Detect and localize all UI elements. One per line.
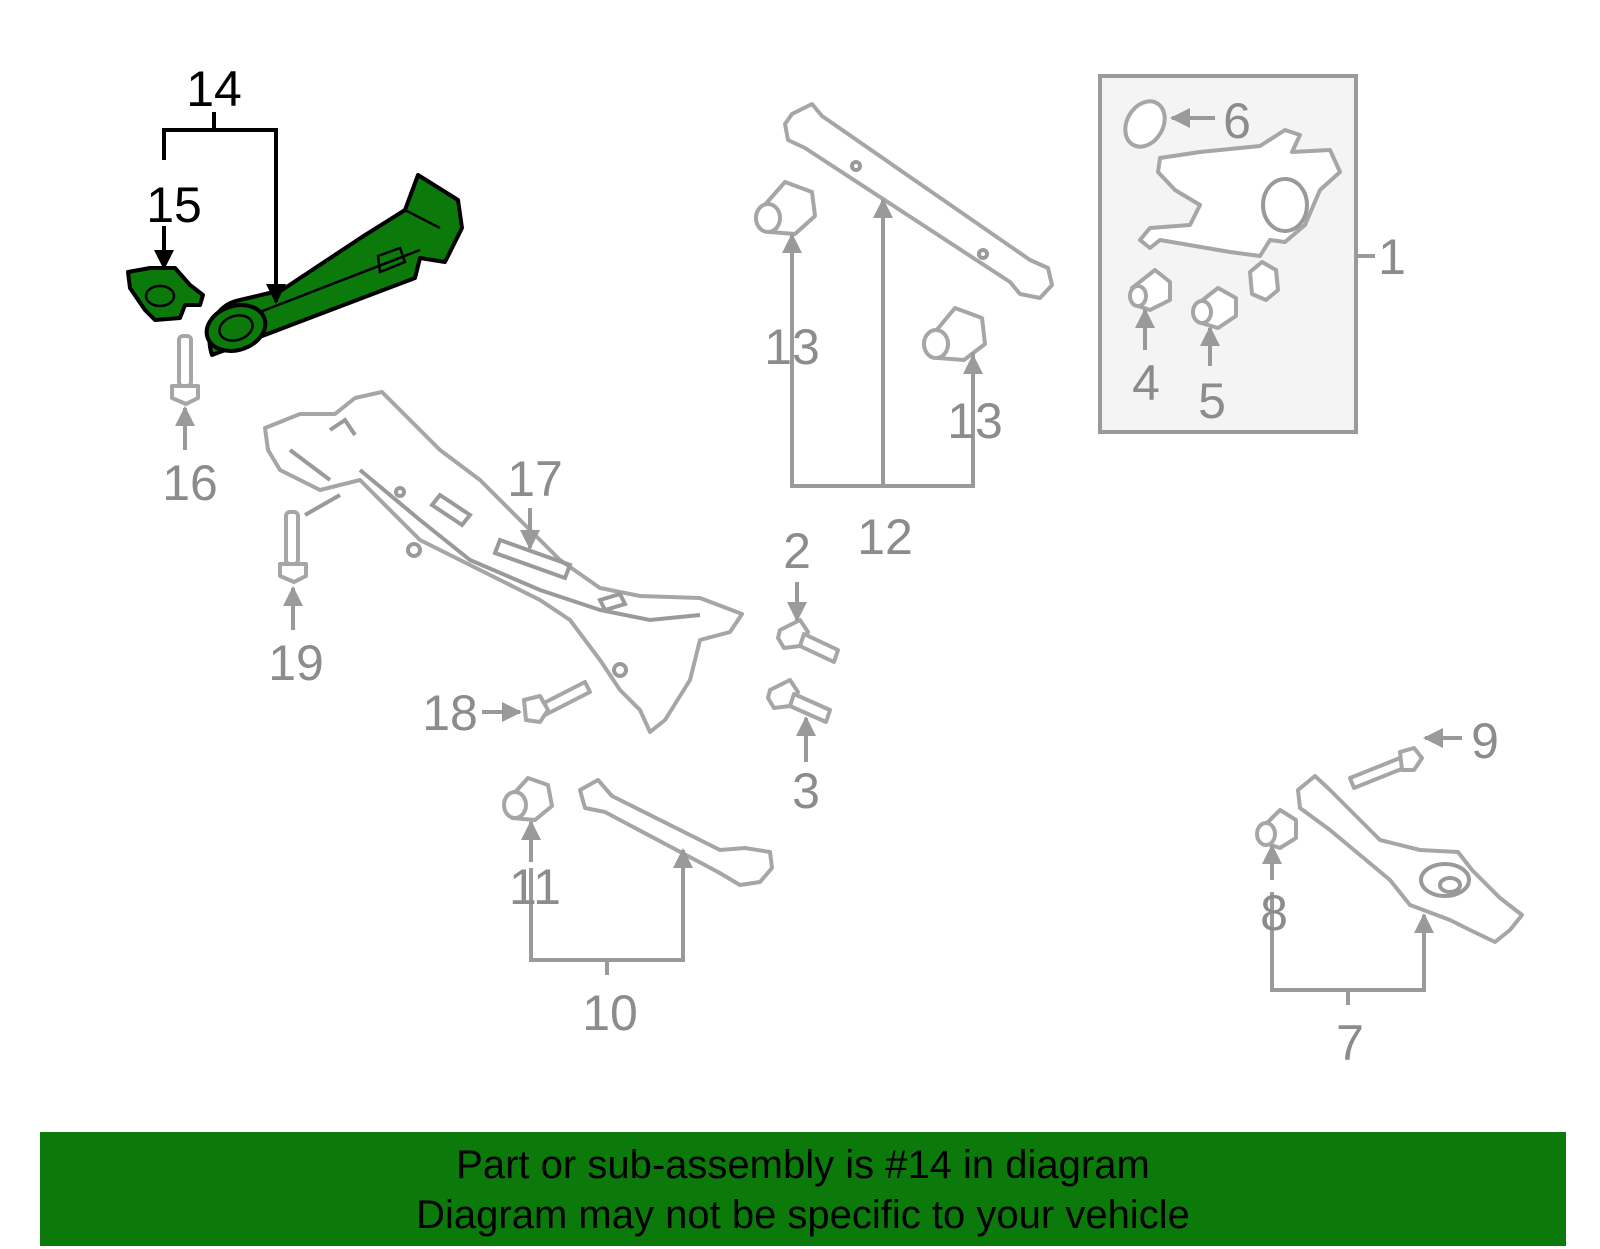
callout-labels: 14 15 16 17 19 18 2 3 13 13 12 6 1 4 5 1… <box>146 61 1499 1071</box>
bolt-part-16[interactable] <box>170 334 200 406</box>
callout-3: 3 <box>792 763 820 819</box>
callout-18: 18 <box>422 685 478 741</box>
bushing-part-11[interactable] <box>502 776 554 822</box>
control-arm-part-10[interactable] <box>578 778 774 887</box>
callout-14: 14 <box>186 61 242 117</box>
bushing-part-13a[interactable] <box>754 180 817 236</box>
callout-12: 12 <box>857 509 913 565</box>
callout-16: 16 <box>162 455 218 511</box>
bolt-part-9[interactable] <box>1348 746 1424 790</box>
callout-10: 10 <box>582 985 638 1041</box>
bolt-part-18[interactable] <box>522 680 592 724</box>
banner-line-1: Part or sub-assembly is #14 in diagram <box>456 1143 1150 1187</box>
callout-6: 6 <box>1223 93 1251 149</box>
callout-13a: 13 <box>764 319 820 375</box>
bushing-part-5[interactable] <box>1191 286 1238 330</box>
crossmember-part-17[interactable] <box>263 390 744 734</box>
callout-4: 4 <box>1132 355 1160 411</box>
callout-5: 5 <box>1198 373 1226 429</box>
trailing-arm-part-14[interactable] <box>201 173 464 358</box>
callout-17: 17 <box>507 451 563 507</box>
callout-13b: 13 <box>947 393 1003 449</box>
callout-11: 11 <box>509 859 561 915</box>
callout-19: 19 <box>268 635 324 691</box>
callout-7: 7 <box>1336 1015 1364 1071</box>
highlight-leader-lines <box>154 112 286 304</box>
callout-2: 2 <box>783 523 811 579</box>
banner-line-2: Diagram may not be specific to your vehi… <box>416 1193 1190 1237</box>
bushing-part-4[interactable] <box>1128 268 1172 312</box>
callout-1: 1 <box>1378 229 1406 285</box>
lateral-link-part-12[interactable] <box>783 102 1054 300</box>
bushing-part-15[interactable] <box>126 266 205 322</box>
bushing-part-13b[interactable] <box>922 306 987 362</box>
leader-lines <box>175 108 1462 1005</box>
bolt-part-19[interactable] <box>278 510 308 584</box>
seal-part-6[interactable] <box>1117 94 1172 154</box>
bushing-part-8[interactable] <box>1255 808 1298 850</box>
callout-15: 15 <box>146 177 202 233</box>
info-banner: Part or sub-assembly is #14 in diagram D… <box>40 1132 1566 1246</box>
bolt-part-3[interactable] <box>766 678 832 724</box>
callout-9: 9 <box>1471 713 1499 769</box>
callout-8: 8 <box>1260 885 1288 941</box>
bolt-part-2[interactable] <box>776 618 840 664</box>
lower-arm-part-7[interactable] <box>1296 774 1524 944</box>
